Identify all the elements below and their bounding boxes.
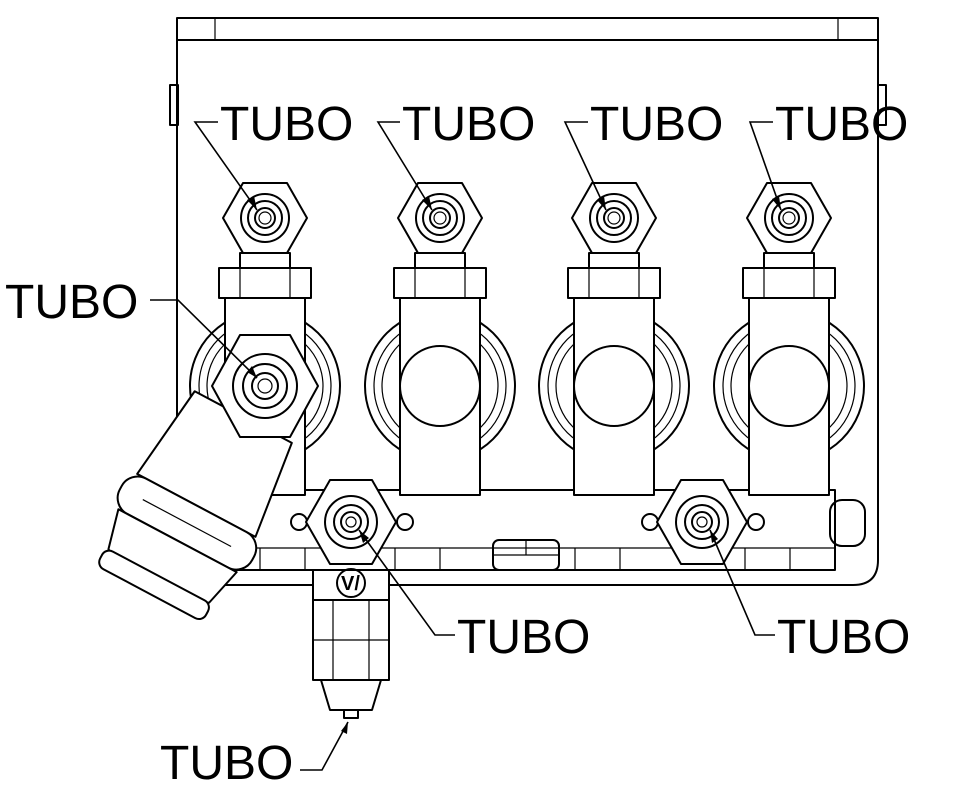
valve-column-3 [538,182,690,496]
valve-column-2 [364,182,516,496]
callout-label-tube-2: TUBO [402,98,535,151]
callout-label-tube-1: TUBO [220,98,353,151]
callout-label-tube-4: TUBO [775,98,908,151]
leader-lines [150,121,782,771]
callout-label-tube-3: TUBO [590,98,723,151]
manufacturer-logo: V/ [341,573,360,595]
callout-label-tube-nipple: TUBO [160,737,293,790]
bottom-center-fitting: V/ [290,479,414,719]
callout-label-tube-filter: TUBO [5,276,138,329]
mounting-plate [169,17,887,586]
bottom-right-fitting [641,479,765,565]
valve-column-4 [713,182,865,496]
callout-label-tube-bottom-center: TUBO [457,611,590,664]
callout-label-tube-bottom-right: TUBO [777,611,910,664]
